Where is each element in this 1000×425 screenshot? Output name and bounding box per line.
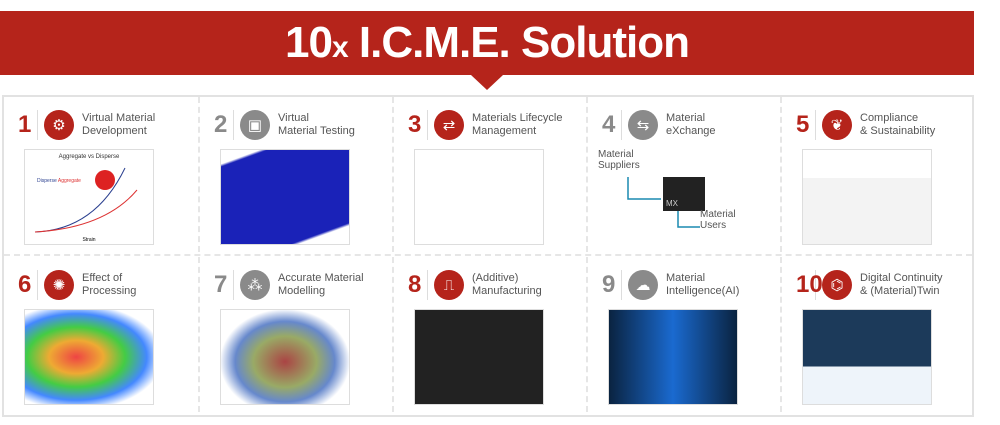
item-number: 5 [796,110,816,140]
item-illustration [802,309,932,405]
item-number: 9 [602,270,622,300]
item-label: (Additive)Manufacturing [472,272,542,297]
item-number: 4 [602,110,622,140]
vr-headset-icon: ▣ [240,110,270,140]
item-number: 6 [18,270,38,300]
circuit-icon: ⌬ [822,270,852,300]
flow-arrows [627,177,700,228]
item-number: 2 [214,110,234,140]
dots-wheel-icon: ✺ [44,270,74,300]
aggregate-curve [34,189,138,233]
item-illustration [608,309,738,405]
item-header: 8 ⎍ (Additive)Manufacturing [408,267,542,303]
item-illustration: Aggregate vs Disperse Disperse Aggregate… [24,149,154,245]
item-illustration [220,149,350,245]
chart-xlabel: Strain [82,237,96,243]
chart-title: Aggregate vs Disperse [58,154,120,160]
suppliers-label: Material Suppliers [598,149,640,171]
mini-chart [34,167,138,233]
item-illustration [24,309,154,405]
item-number: 10 [796,270,823,300]
printer-3d-icon: ⎍ [434,270,464,300]
solution-item-8: 8 ⎍ (Additive)Manufacturing [392,257,586,412]
item-illustration [414,149,544,245]
solution-item-10: 10 ⌬ Digital Continuity& (Material)Twin [780,257,974,412]
item-number: 1 [18,110,38,140]
item-illustration: Material Suppliers MX Material Users [598,149,738,245]
page-title: 10x I.C.M.E. Solution [285,18,690,67]
banner-pointer [471,75,503,90]
leaf-shield-icon: ❦ [822,110,852,140]
gear-cycle-icon: ⚙ [44,110,74,140]
title-banner: 10x I.C.M.E. Solution [0,11,974,75]
item-number: 7 [214,270,234,300]
users-label: Material Users [700,209,736,231]
item-illustration [414,309,544,405]
chart-legend: Disperse Aggregate [37,178,81,184]
item-header: 10 ⌬ Digital Continuity& (Material)Twin [796,267,943,303]
item-illustration [802,149,932,245]
network-icon: ⁂ [240,270,270,300]
item-number: 8 [408,270,428,300]
item-label: Digital Continuity& (Material)Twin [860,272,943,297]
brain-icon: ☁ [628,270,658,300]
solution-item-5: 5 ❦ Compliance& Sustainability [780,97,974,252]
mx-box: MX [663,177,705,211]
item-number: 3 [408,110,428,140]
row-divider [4,254,972,256]
item-illustration [220,309,350,405]
item-label: Compliance& Sustainability [860,112,936,137]
exchange-arrows-icon: ⇆ [628,110,658,140]
item-header: 5 ❦ Compliance& Sustainability [796,107,935,143]
aggregate-blob [95,170,115,190]
lifecycle-icon: ⇄ [434,110,464,140]
